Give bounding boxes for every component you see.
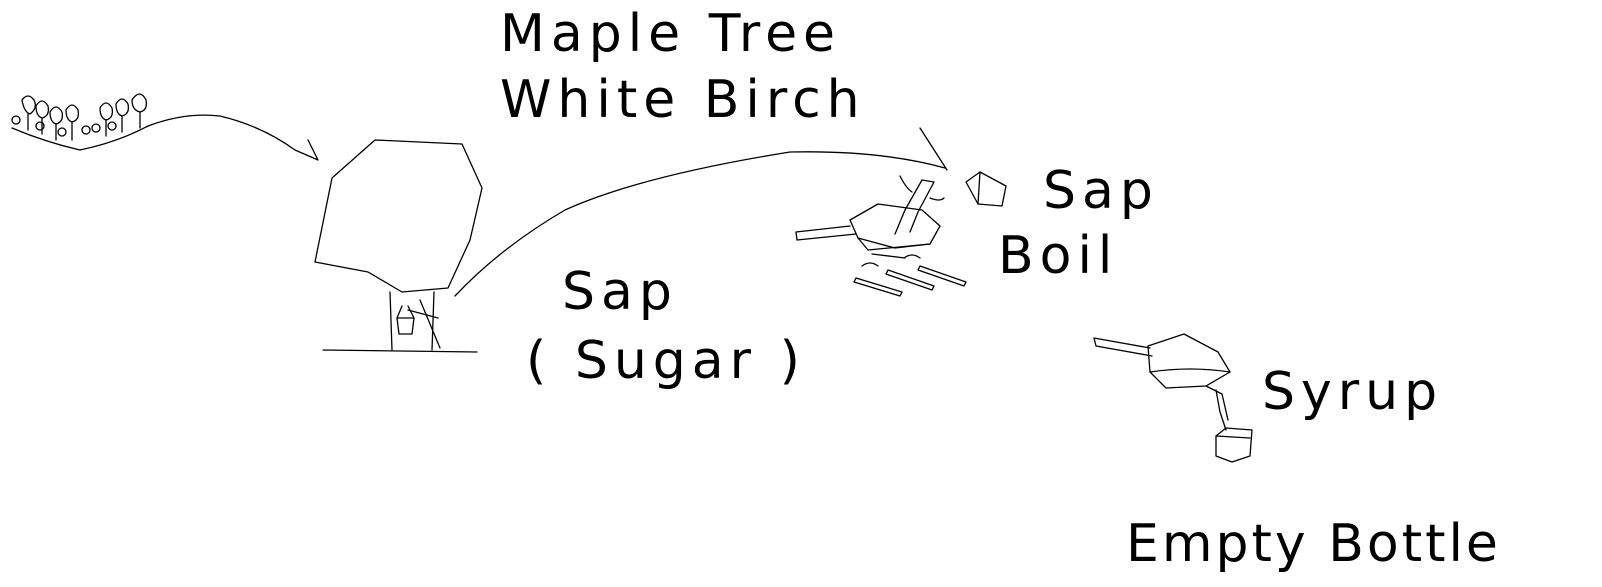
boiling-pan-icon (795, 175, 945, 259)
maple-tree-icon (314, 139, 483, 353)
forest-icon (11, 93, 149, 151)
arrow-forest-to-tree (147, 114, 319, 161)
label-sap-input: Sap (1043, 161, 1159, 221)
label-maple-tree: Maple Tree (500, 4, 842, 64)
pointer-line-labels-to-pan (919, 127, 948, 171)
arrow-tree-to-boil (454, 151, 946, 297)
label-white-birch: White Birch (500, 70, 866, 130)
sap-bucket-icon (396, 305, 415, 335)
label-sap: Sap (562, 262, 678, 322)
firewood-icon (853, 254, 967, 297)
syrup-pan-icon (1093, 333, 1231, 431)
label-syrup: Syrup (1262, 362, 1444, 422)
label-sugar: ( Sugar ) (526, 331, 806, 391)
sap-container-icon (965, 171, 1007, 207)
label-boil: Boil (998, 226, 1119, 286)
empty-bottle-icon (1215, 427, 1253, 463)
label-empty-bottle: Empty Bottle (1126, 514, 1501, 574)
